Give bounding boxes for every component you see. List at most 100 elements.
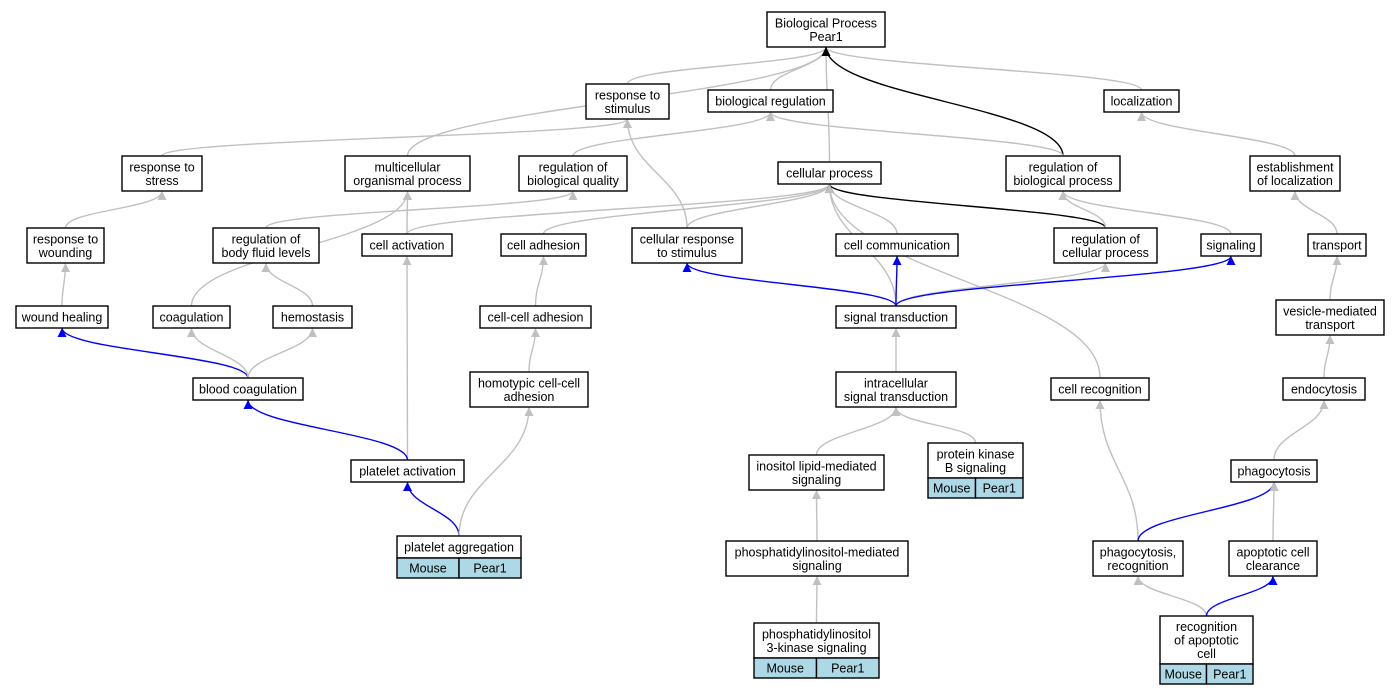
edge-ca-to-cp (406, 183, 834, 235)
node-label: apoptotic cell (1237, 545, 1310, 559)
edge-loc-to-bp (821, 46, 1143, 91)
edge-hemo-to-rbfl (261, 262, 314, 307)
node-cadh[interactable]: cell adhesion (500, 233, 587, 257)
node-label: stress (145, 174, 178, 188)
node-cp[interactable]: cellular process (777, 161, 882, 185)
edge-rbq-to-breg (572, 111, 775, 157)
annotation-label: Pear1 (473, 562, 506, 576)
edge-crs-to-rts (623, 118, 688, 229)
node-pa[interactable]: platelet activation (350, 459, 465, 483)
node-box (152, 305, 231, 329)
node-box (753, 622, 880, 659)
node-label: regulation of (232, 232, 301, 246)
edge-crs-to-cp (686, 183, 834, 229)
node-breg[interactable]: biological regulation (707, 89, 834, 113)
edge-phago-to-endo (1273, 399, 1329, 461)
node-label: Biological Process (775, 16, 877, 30)
node-box (748, 454, 885, 491)
node-label: platelet aggregation (404, 541, 514, 555)
node-label: localization (1111, 95, 1173, 109)
edge-ca-to-mop (402, 190, 412, 235)
edge-bc-to-hemo (247, 327, 317, 379)
node-label: establishment (1256, 160, 1334, 174)
edge-hcca-to-cca (528, 327, 540, 373)
edge-pi3k-to-pims (812, 575, 822, 624)
node-box (1159, 615, 1254, 665)
node-label: homotypic cell-cell (478, 376, 580, 390)
edge-roac-to-precog (1133, 575, 1208, 617)
node-sig[interactable]: signaling (1200, 233, 1262, 257)
edge-bc-to-wh (57, 327, 249, 379)
node-label: phosphatidylinositol (762, 627, 871, 641)
annotation-gene-cell (974, 477, 1024, 499)
node-label: wound healing (21, 311, 103, 325)
node-loc[interactable]: localization (1103, 89, 1180, 113)
node-label: cell recognition (1058, 383, 1141, 397)
node-crec[interactable]: cell recognition (1050, 377, 1150, 401)
edge-pa-to-ca (402, 255, 412, 461)
node-box (631, 227, 743, 264)
edge-pagg-to-pa (403, 481, 460, 537)
node-tr[interactable]: transport (1307, 233, 1367, 257)
node-label: blood coagulation (199, 383, 297, 397)
node-wh[interactable]: wound healing (15, 305, 109, 329)
node-label: phagocytosis, (1100, 545, 1176, 559)
node-label: Pear1 (809, 30, 842, 44)
node-box (1249, 155, 1341, 192)
node-label: biological regulation (715, 95, 826, 109)
node-cca[interactable]: cell-cell adhesion (479, 305, 592, 329)
node-hemo[interactable]: hemostasis (272, 305, 353, 329)
annotation-label: Pear1 (1213, 668, 1246, 682)
annotation-label: Pear1 (983, 482, 1016, 496)
node-box (766, 11, 886, 48)
edge-pagg-to-hcca (458, 406, 534, 537)
node-label: platelet activation (359, 465, 456, 479)
node-st[interactable]: signal transduction (835, 305, 957, 329)
edge-eol-to-loc (1137, 111, 1296, 157)
annotation-gene-cell (815, 657, 880, 679)
edge-sig-to-rbp (1058, 190, 1232, 235)
node-label: vesicle-mediated (1283, 304, 1377, 318)
node-label: regulation of (1029, 160, 1098, 174)
node-box (121, 155, 203, 192)
node-box (777, 161, 882, 185)
edge-rbfl-to-rbq (265, 190, 578, 229)
node-label: transport (1312, 239, 1362, 253)
node-label: multicellular (375, 160, 441, 174)
node-label: cell (1197, 647, 1216, 661)
node-phago[interactable]: phagocytosis (1230, 459, 1318, 483)
node-ca[interactable]: cell activation (361, 233, 453, 257)
node-bc[interactable]: blood coagulation (192, 377, 304, 401)
node-endo[interactable]: endocytosis (1282, 377, 1366, 401)
annotation-label: Mouse (933, 482, 971, 496)
edge-pkb-to-ist (891, 406, 977, 444)
node-cc[interactable]: cell communication (835, 233, 959, 257)
node-label: response to (595, 88, 660, 102)
node-coag[interactable]: coagulation (152, 305, 231, 329)
node-precog[interactable]: phagocytosis,recognition (1092, 540, 1184, 577)
edge-pa-to-bc (243, 399, 409, 461)
node-label: signaling (792, 473, 841, 487)
